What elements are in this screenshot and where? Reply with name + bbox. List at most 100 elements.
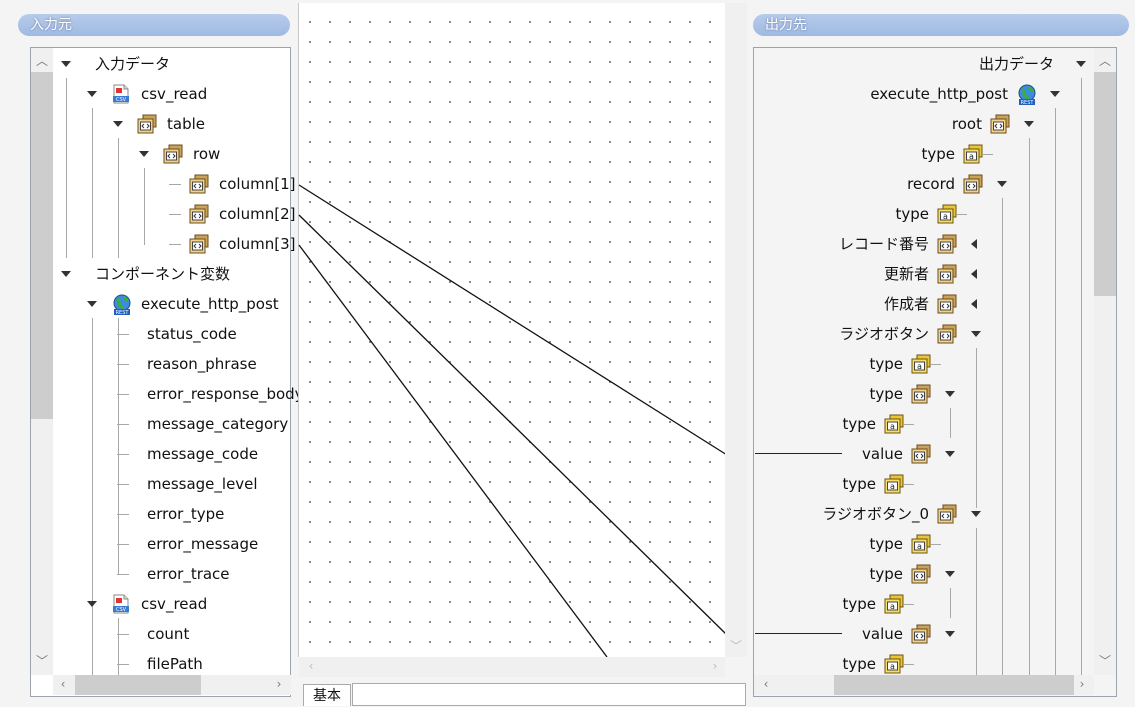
right-tree-hscroll-thumb[interactable] <box>834 675 1074 695</box>
element-icon <box>189 204 209 224</box>
scroll-down-arrow-icon[interactable]: ﹀ <box>35 654 48 668</box>
scroll-up-arrow-icon[interactable]: ︿ <box>35 54 48 68</box>
scroll-left-arrow-icon[interactable]: ‹ <box>60 677 66 691</box>
expand-arrow-icon[interactable] <box>945 571 955 577</box>
right-tree-vscrollbar[interactable]: ︿ ﹀ <box>1094 48 1116 675</box>
tree-node[interactable]: type <box>754 559 1094 589</box>
tree-node-label: type <box>869 565 903 583</box>
tree-connector-line <box>117 364 129 365</box>
mapping-canvas[interactable]: ﹀ ‹ › <box>298 3 747 677</box>
tree-node[interactable]: 更新者 <box>754 259 1094 289</box>
tree-node[interactable]: column[3] <box>31 229 295 259</box>
csv-file-icon: CSV <box>111 84 131 104</box>
collapsed-arrow-icon[interactable] <box>971 239 977 249</box>
canvas-scroll-left-arrow-icon[interactable]: ‹ <box>308 659 314 673</box>
canvas-hscrollbar[interactable]: ‹ › <box>299 657 725 677</box>
expand-arrow-icon[interactable] <box>61 271 71 277</box>
tree-guide-line <box>976 528 977 678</box>
collapsed-arrow-icon[interactable] <box>971 269 977 279</box>
tree-node[interactable]: ラジオボタン <box>754 319 1094 349</box>
expand-arrow-icon[interactable] <box>139 151 149 157</box>
tree-node[interactable]: table <box>31 109 292 139</box>
attribute-icon: a <box>911 354 931 374</box>
expand-arrow-icon[interactable] <box>997 181 1007 187</box>
tree-node[interactable]: reason_phrase <box>31 349 292 379</box>
svg-text:a: a <box>943 212 948 221</box>
tree-node[interactable]: 出力データ <box>754 49 1094 79</box>
right-tree-hscrollbar[interactable]: ‹ › <box>754 675 1094 695</box>
tree-node[interactable]: record <box>754 169 1094 199</box>
tree-node[interactable]: message_category <box>31 409 292 439</box>
canvas-scroll-right-arrow-icon[interactable]: › <box>712 659 718 673</box>
tree-node-label: message_level <box>147 475 258 493</box>
tree-node[interactable]: status_code <box>31 319 292 349</box>
scroll-right-arrow-icon[interactable]: › <box>276 677 282 691</box>
left-tree-hscroll-thumb[interactable] <box>75 675 201 695</box>
tree-node[interactable]: 入力データ <box>31 49 292 79</box>
right-scroll-down-arrow-icon[interactable]: ﹀ <box>1098 654 1111 668</box>
expand-arrow-icon[interactable] <box>1024 121 1034 127</box>
tree-node[interactable]: error_message <box>31 529 292 559</box>
tree-node-label: message_category <box>147 415 289 433</box>
tree-node[interactable]: value <box>754 619 1094 649</box>
right-scroll-right-arrow-icon[interactable]: › <box>1079 677 1085 691</box>
tree-node[interactable]: column[2] <box>31 199 295 229</box>
tree-node[interactable]: message_level <box>31 469 292 499</box>
tree-node[interactable]: filePath <box>31 649 292 679</box>
tab-basic[interactable]: 基本 <box>303 684 351 706</box>
tree-node[interactable]: root <box>754 109 1094 139</box>
right-panel-title: 出力先 <box>753 14 1129 36</box>
expand-arrow-icon[interactable] <box>971 331 981 337</box>
expand-arrow-icon[interactable] <box>87 601 97 607</box>
expand-arrow-icon[interactable] <box>945 391 955 397</box>
expand-arrow-icon[interactable] <box>945 631 955 637</box>
left-tree-vscrollbar[interactable]: ︿ ﹀ <box>31 48 53 675</box>
expand-arrow-icon[interactable] <box>1076 61 1086 67</box>
expand-arrow-icon[interactable] <box>1050 91 1060 97</box>
tree-node[interactable]: column[1] <box>31 169 295 199</box>
right-tree-vscroll-thumb[interactable] <box>1094 72 1116 296</box>
left-tree-hscrollbar[interactable]: ‹ › <box>53 675 291 695</box>
right-scroll-left-arrow-icon[interactable]: ‹ <box>763 677 769 691</box>
tree-node-label: csv_read <box>141 85 208 103</box>
canvas-vscrollbar[interactable]: ﹀ <box>725 3 747 657</box>
expand-arrow-icon[interactable] <box>87 91 97 97</box>
left-tree-vscroll-thumb[interactable] <box>31 72 53 419</box>
expand-arrow-icon[interactable] <box>971 511 981 517</box>
tree-node[interactable]: count <box>31 619 292 649</box>
tree-node[interactable]: ラジオボタン_0 <box>754 499 1094 529</box>
tree-guide-line <box>950 588 951 618</box>
tree-node[interactable]: message_code <box>31 439 292 469</box>
tree-node[interactable]: レコード番号 <box>754 229 1094 259</box>
tree-node[interactable]: row <box>31 139 292 169</box>
expand-arrow-icon[interactable] <box>61 61 71 67</box>
tree-node[interactable]: CSV csv_read <box>31 79 292 109</box>
canvas-scroll-down-arrow-icon[interactable]: ﹀ <box>729 639 742 653</box>
tree-node[interactable]: error_trace <box>31 559 292 589</box>
expand-arrow-icon[interactable] <box>113 121 123 127</box>
tree-connector-line <box>117 544 129 545</box>
tree-node[interactable]: コンポーネント変数 <box>31 259 292 289</box>
tree-node[interactable]: 作成者 <box>754 289 1094 319</box>
tree-node[interactable]: error_response_body <box>31 379 304 409</box>
tree-node[interactable]: value <box>754 439 1094 469</box>
tree-node[interactable]: type <box>754 379 1094 409</box>
tree-node[interactable]: error_type <box>31 499 292 529</box>
expand-arrow-icon[interactable] <box>87 301 97 307</box>
right-scroll-up-arrow-icon[interactable]: ︿ <box>1098 54 1111 68</box>
collapsed-arrow-icon[interactable] <box>971 299 977 309</box>
expand-arrow-icon[interactable] <box>945 451 955 457</box>
